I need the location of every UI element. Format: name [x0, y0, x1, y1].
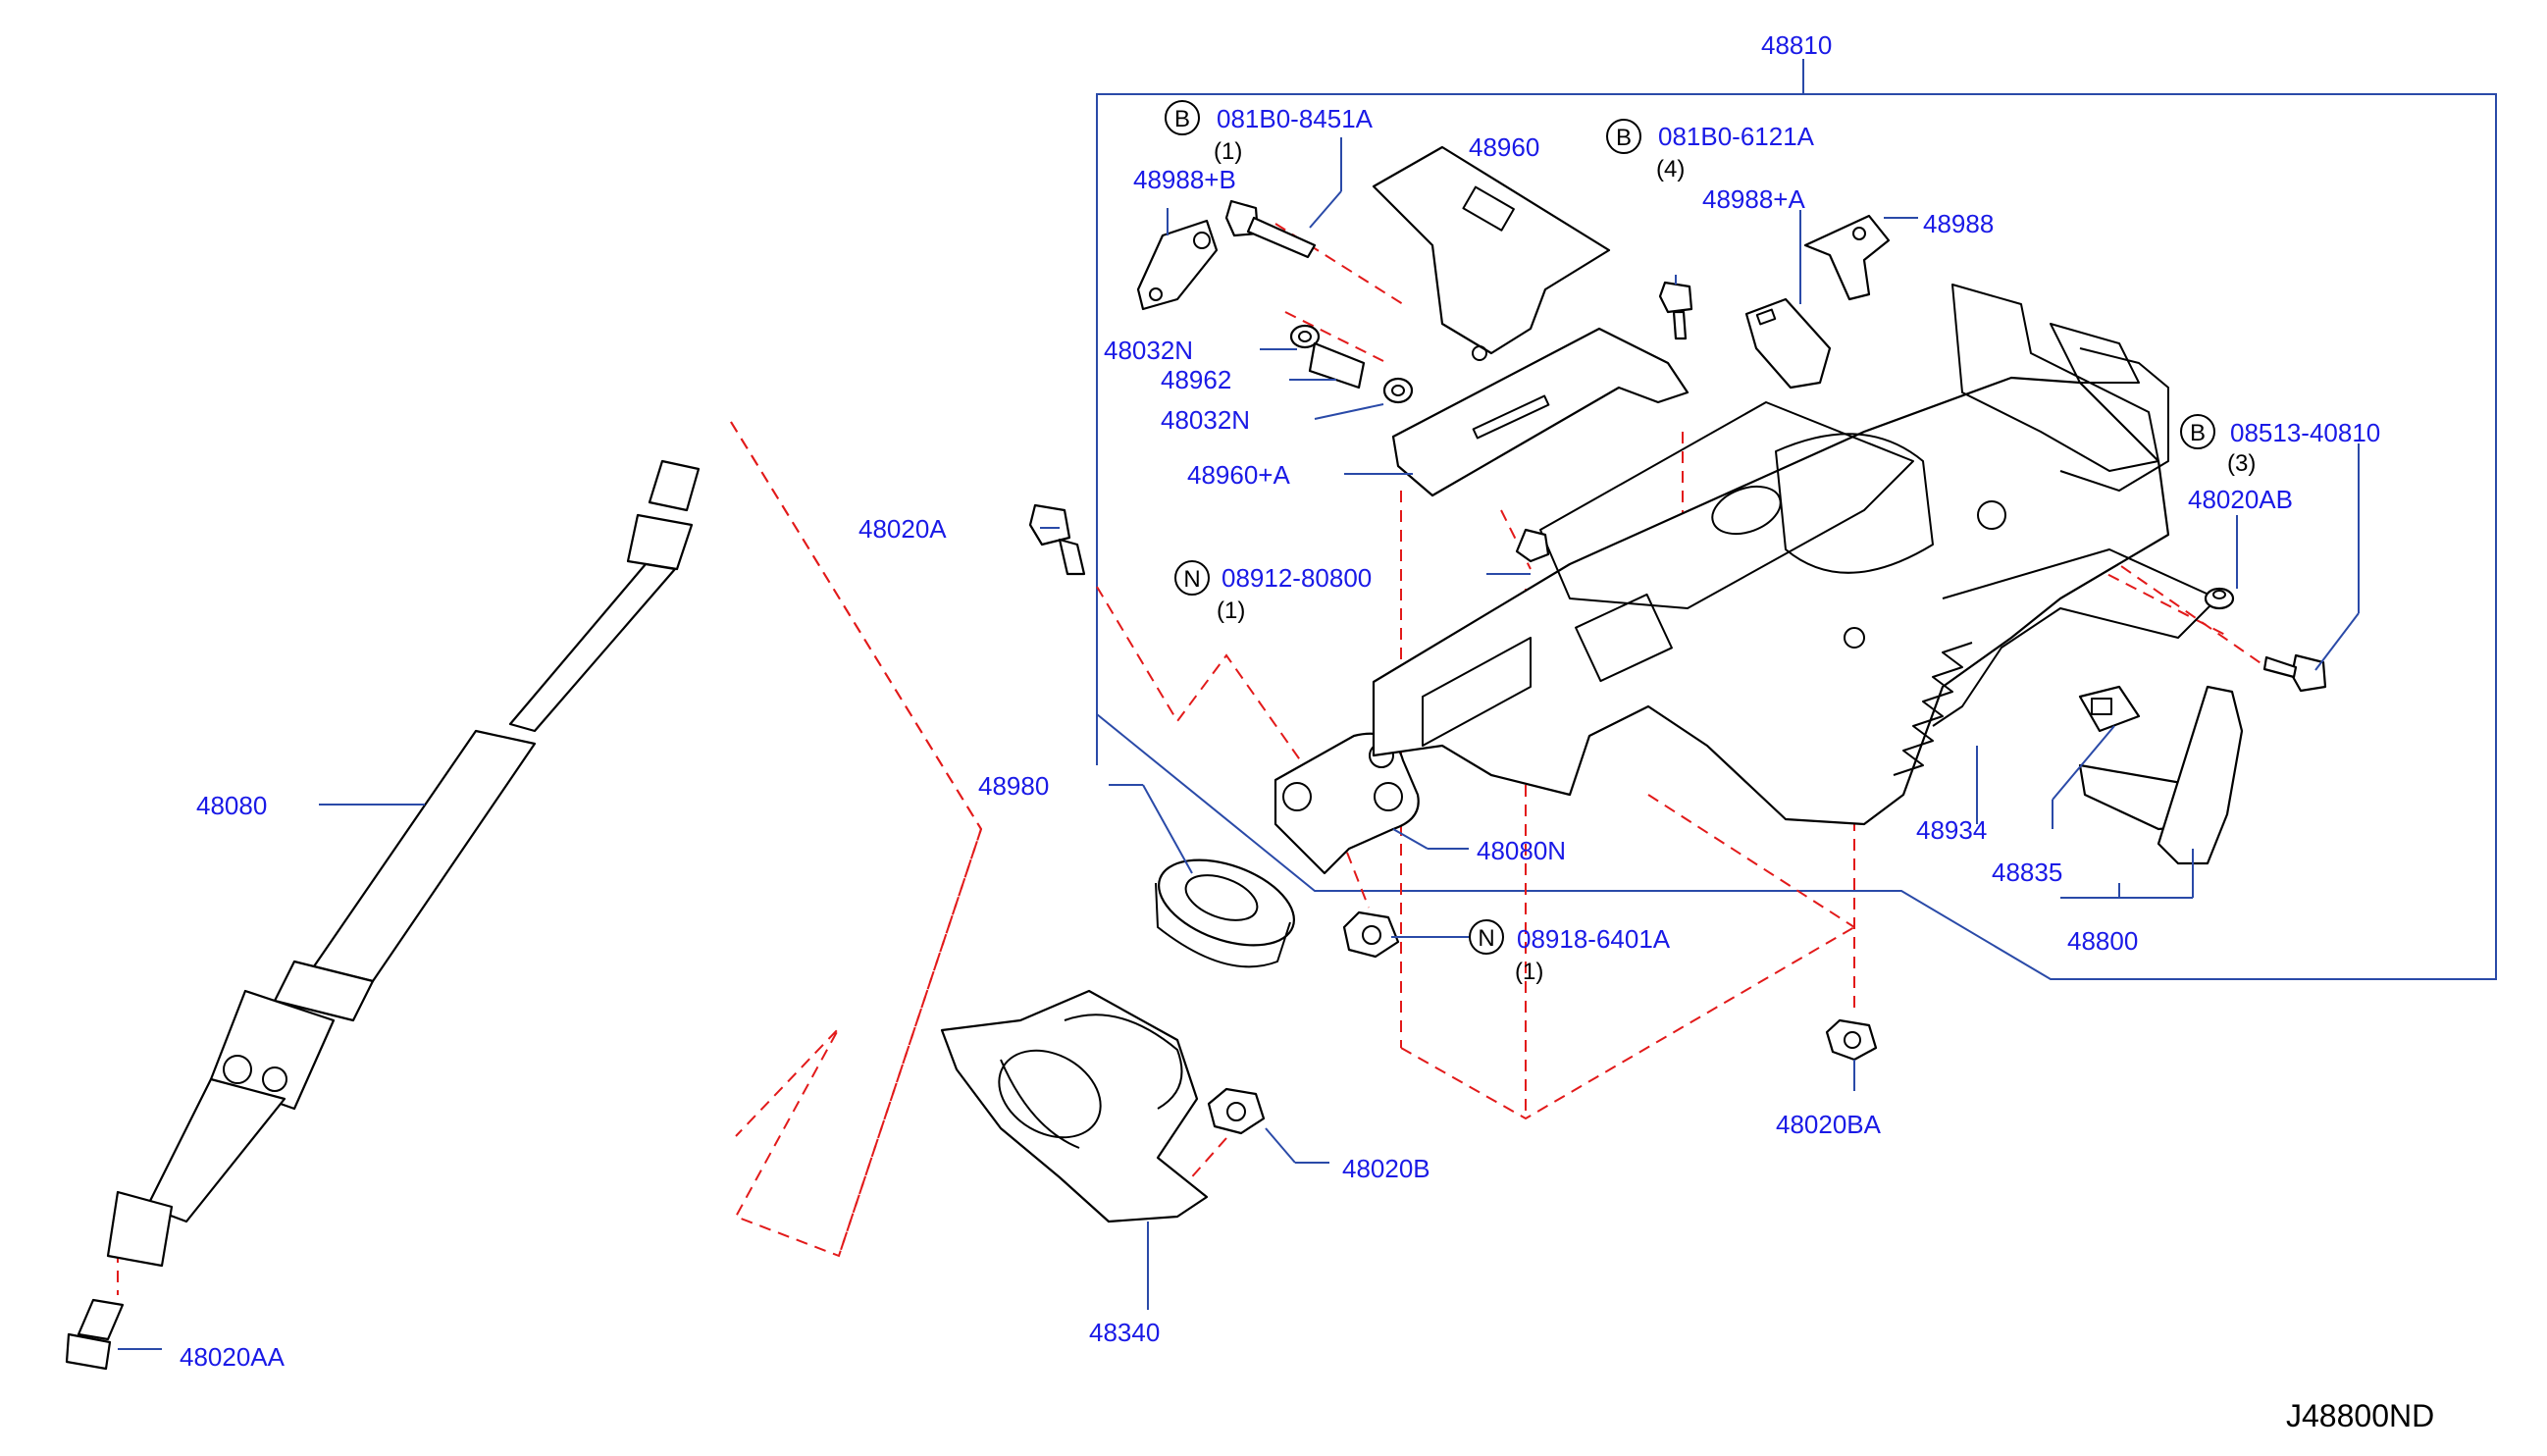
- bolt-marker-b1-text: B: [1174, 106, 1190, 132]
- insulator-48980: [1155, 858, 1295, 968]
- label-081b0-8451a: 081B0-8451A: [1217, 104, 1374, 133]
- label-48960: 48960: [1469, 132, 1539, 162]
- qty-081b0-6121a: (4): [1656, 156, 1685, 182]
- label-48020b: 48020B: [1342, 1154, 1430, 1183]
- label-48080: 48080: [196, 791, 267, 820]
- label-48340: 48340: [1089, 1318, 1160, 1347]
- diagram-code: J48800ND: [2286, 1398, 2434, 1433]
- label-48080n: 48080N: [1477, 836, 1566, 865]
- bolt-081b0-8451a: [1224, 199, 1317, 259]
- label-48810: 48810: [1761, 30, 1832, 60]
- bracket-48988-b: [1136, 219, 1219, 311]
- label-48988-b: 48988+B: [1133, 165, 1236, 194]
- qty-081b0-8451a: (1): [1214, 138, 1242, 165]
- spacers-48032n-48962: [1289, 324, 1414, 404]
- nut-08912-80800: [1515, 528, 1550, 563]
- spring-48934: [1893, 642, 1973, 776]
- lever-48835: [2078, 685, 2141, 733]
- label-08918-6401a: 08918-6401A: [1517, 924, 1671, 954]
- bracket-48960-a: [1391, 327, 1689, 497]
- washer-48020ab: [2204, 587, 2235, 610]
- label-48032n-2: 48032N: [1161, 405, 1250, 435]
- label-48962: 48962: [1161, 365, 1231, 394]
- nut-marker-n2-text: N: [1478, 925, 1494, 952]
- label-48934: 48934: [1916, 815, 1987, 845]
- nut-08918-6401a: [1342, 910, 1400, 959]
- bolt-marker-b3-text: B: [2190, 420, 2206, 446]
- label-48020aa: 48020AA: [180, 1342, 286, 1372]
- leader-lines: [118, 137, 2360, 1350]
- bolt-marker-b3: B: [2180, 414, 2215, 449]
- qty-08918-6401a: (1): [1515, 959, 1543, 985]
- hole-cover-48340: [940, 989, 1209, 1223]
- intermediate-shaft-48080: [106, 459, 701, 1268]
- bolt-48020a: [1028, 503, 1086, 576]
- label-48988-a: 48988+A: [1702, 184, 1805, 214]
- label-48800: 48800: [2067, 926, 2138, 956]
- nut-marker-n1-text: N: [1183, 566, 1200, 593]
- nut-marker-n1: N: [1174, 560, 1210, 596]
- bolt-081b0-6121a: [1658, 281, 1693, 340]
- bolt-marker-b2-text: B: [1616, 125, 1632, 151]
- qty-08912-80800: (1): [1217, 598, 1245, 624]
- label-48980: 48980: [978, 771, 1049, 801]
- label-48020a: 48020A: [858, 514, 947, 544]
- bracket-48960: [1372, 145, 1611, 361]
- nut-48020ba: [1825, 1018, 1878, 1062]
- label-48020ab: 48020AB: [2188, 485, 2293, 514]
- label-48988: 48988: [1923, 209, 1994, 238]
- tilt-lever-48800: [2078, 685, 2244, 865]
- bolt-48020aa: [65, 1298, 125, 1371]
- bolt-08513-40810: [2262, 653, 2327, 693]
- label-48032n-1: 48032N: [1104, 336, 1193, 365]
- bolt-marker-b1: B: [1165, 100, 1200, 135]
- label-48020ba: 48020BA: [1776, 1110, 1882, 1139]
- label-081b0-6121a: 081B0-6121A: [1658, 122, 1815, 151]
- nut-marker-n2: N: [1469, 919, 1504, 955]
- assembly-frame-48810: [1096, 59, 2497, 980]
- bracket-48988: [1803, 214, 1891, 301]
- column-assembly-48800: [1372, 284, 2218, 826]
- bolt-marker-b2: B: [1606, 119, 1641, 154]
- qty-08513-40810: (3): [2227, 450, 2256, 477]
- bracket-48988-a: [1744, 297, 1832, 390]
- label-48835: 48835: [1992, 858, 2062, 887]
- label-08912-80800: 08912-80800: [1222, 563, 1372, 593]
- label-08513-40810: 08513-40810: [2230, 418, 2380, 447]
- nut-48020b: [1207, 1087, 1266, 1135]
- label-48960-a: 48960+A: [1187, 460, 1290, 490]
